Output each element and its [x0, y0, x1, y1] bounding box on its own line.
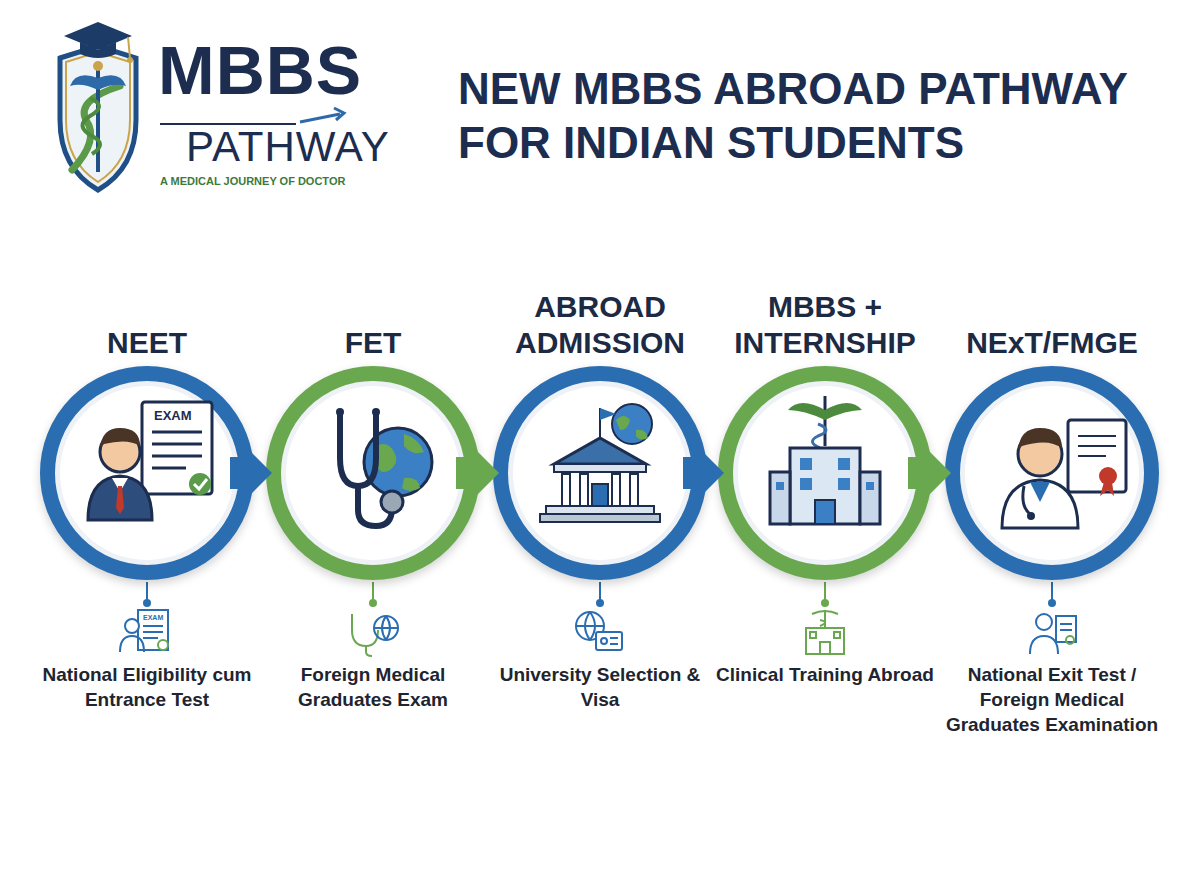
step-circle: FETForeign Medical Graduates Exam — [266, 366, 480, 580]
step-description: National Exit Test / Foreign Medical Gra… — [934, 662, 1170, 737]
step-circle: MBBS + INTERNSHIPClinical Training Abroa… — [718, 366, 932, 580]
logo-wordmark: MBBS — [158, 36, 362, 104]
exam-paper-text: EXAM — [154, 409, 192, 422]
step-heading: NExT/FMGE — [932, 325, 1172, 361]
logo-rule — [160, 123, 296, 125]
logo-subtitle: PATHWAY — [186, 126, 390, 168]
step-circle: ABROAD ADMISSIONUniversity Selection & V… — [493, 366, 707, 580]
logo-swoosh — [300, 114, 340, 122]
step-circle: NEETNational Eligibility cum Entrance Te… — [40, 366, 254, 580]
step-description: University Selection & Visa — [482, 662, 718, 712]
step-circle: NExT/FMGENational Exit Test / Foreign Me… — [945, 366, 1159, 580]
logo-shield — [60, 22, 136, 190]
step-description: National Eligibility cum Entrance Test — [29, 662, 265, 712]
logo-swoosh-head — [334, 108, 344, 120]
small-icons — [120, 610, 1076, 656]
step-heading: NEET — [27, 325, 267, 361]
step-description: Foreign Medical Graduates Exam — [255, 662, 491, 712]
diagram-title: NEW MBBS ABROAD PATHWAY FOR INDIAN STUDE… — [458, 62, 1178, 170]
step-heading: FET — [253, 325, 493, 361]
exam-paper-text-small: EXAM — [143, 614, 163, 621]
step-heading: ABROAD ADMISSION — [480, 289, 720, 361]
logo-tagline: A MEDICAL JOURNEY OF DOCTOR — [160, 176, 345, 187]
step-description: Clinical Training Abroad — [707, 662, 943, 687]
step-heading: MBBS + INTERNSHIP — [705, 289, 945, 361]
leader-lines — [143, 582, 1056, 607]
